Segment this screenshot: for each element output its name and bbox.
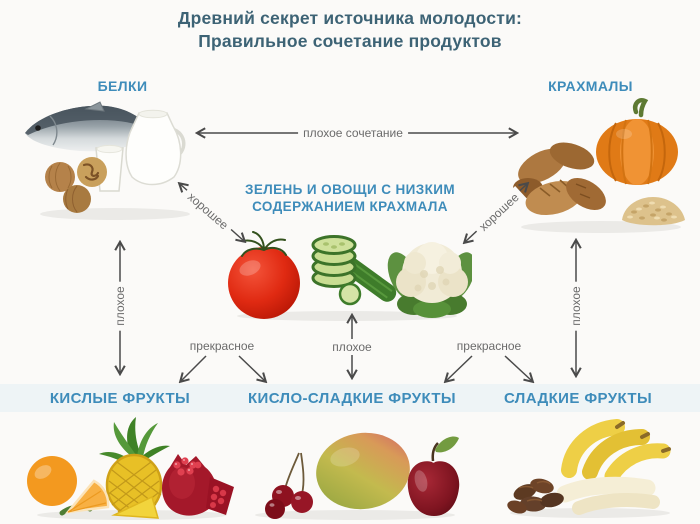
proteins-label: БЕЛКИ	[97, 78, 148, 94]
sour-sweet-fruits-image	[255, 432, 460, 520]
edge-excellent-right-a	[446, 355, 473, 381]
sweet-fruits-image	[507, 419, 671, 518]
edge-label-bad-left: плохое	[112, 281, 128, 331]
edge-label-excellent-right: прекрасное	[451, 338, 527, 354]
vegetables-image	[228, 231, 472, 321]
starches-image	[513, 98, 685, 233]
starches-label: КРАХМАЛЫ	[548, 78, 633, 94]
apple-icon	[407, 436, 460, 516]
sour-fruits-label: КИСЛЫЕ ФРУКТЫ	[49, 390, 191, 407]
dates-icon	[507, 478, 564, 514]
proteins-image	[25, 101, 190, 220]
sour-fruits-image	[27, 417, 234, 520]
edge-excellent-right-b	[504, 355, 532, 381]
pomegranate-icon	[161, 454, 234, 516]
vegetables-label: ЗЕЛЕНЬ И ОВОЩИ С НИЗКИМ СОДЕРЖАНИЕМ КРАХ…	[175, 181, 525, 215]
edge-label-bad-center: плохое	[327, 339, 377, 355]
shadow	[40, 208, 190, 220]
walnuts-icon	[45, 157, 107, 213]
orange-icon	[27, 456, 110, 516]
edge-excellent-left-a	[181, 355, 207, 381]
edge-label-bad-combination: плохое сочетание	[298, 125, 408, 141]
bananas-icon	[556, 419, 671, 515]
cucumber-icon	[311, 235, 397, 306]
bottom-label-band	[0, 384, 700, 412]
cherries-icon	[265, 452, 313, 519]
milk-jug-icon	[125, 109, 186, 186]
pineapple-icon	[99, 417, 170, 519]
title-line-1: Древний секрет источника молодости:	[177, 8, 523, 28]
vegetables-label-line-1: ЗЕЛЕНЬ И ОВОЩИ С НИЗКИМ	[244, 182, 456, 197]
title-line-2: Правильное сочетание продуктов	[198, 31, 502, 51]
grains-icon	[622, 197, 685, 226]
mango-icon	[316, 432, 410, 510]
sour-sweet-fruits-label: КИСЛО-СЛАДКИЕ ФРУКТЫ	[247, 390, 457, 407]
edge-excellent-left-b	[238, 355, 265, 381]
cauliflower-icon	[387, 242, 472, 318]
shadow	[510, 508, 670, 518]
tomato-icon	[228, 231, 300, 319]
vegetables-label-line-2: СОДЕРЖАНИЕМ КРАХМАЛА	[252, 199, 448, 214]
pumpkin-icon	[596, 98, 678, 185]
edge-label-bad-right: плохое	[568, 281, 584, 331]
page-title: Древний секрет источника молодости: Прав…	[0, 7, 700, 53]
edge-label-excellent-left: прекрасное	[184, 338, 260, 354]
sweet-fruits-label: СЛАДКИЕ ФРУКТЫ	[503, 390, 653, 407]
